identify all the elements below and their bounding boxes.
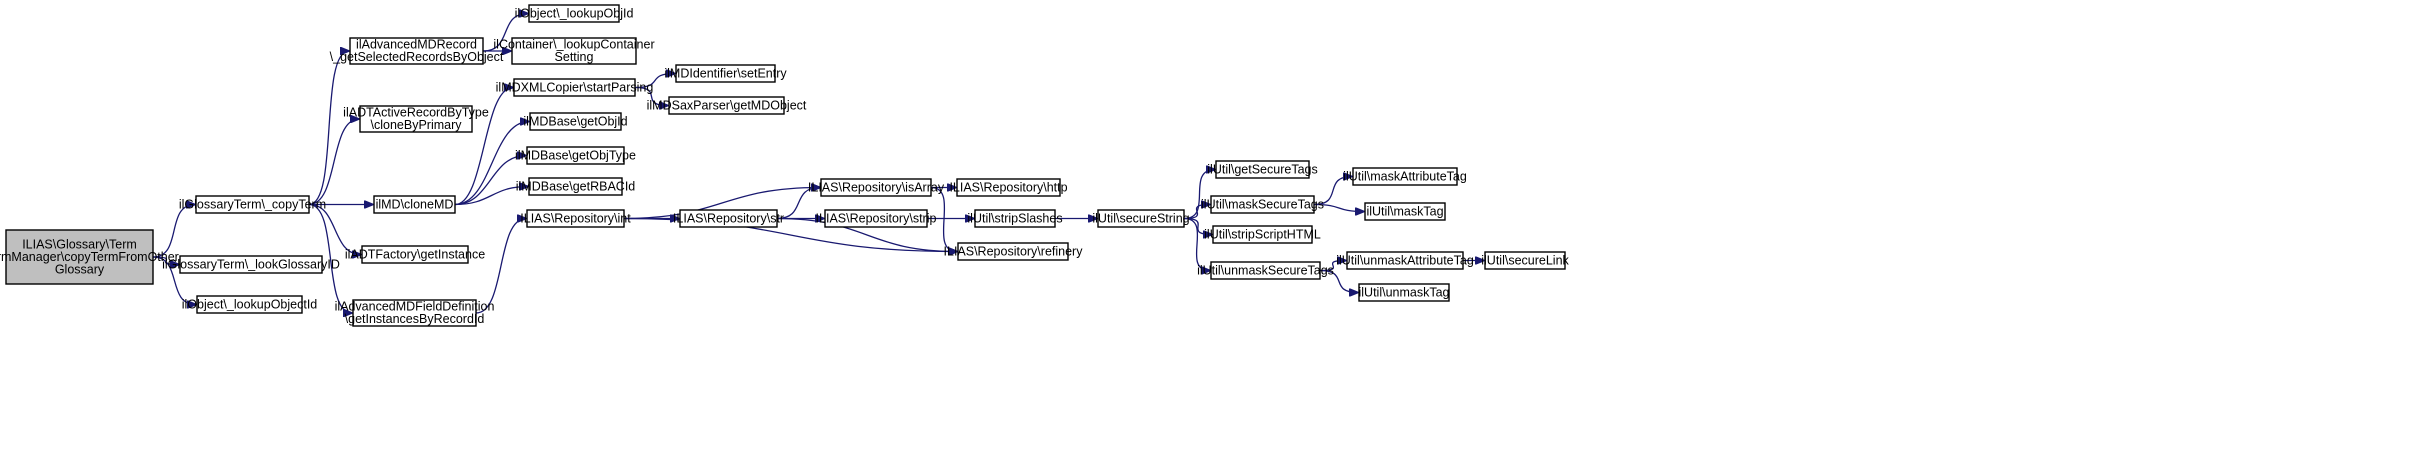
node-box[interactable] xyxy=(352,299,477,327)
edge-startParsing-to-getMDObject xyxy=(634,86,668,106)
edge-unmaskSecureTags-to-unmaskTag xyxy=(1319,269,1358,293)
node-box[interactable] xyxy=(529,112,622,131)
node-box[interactable] xyxy=(359,105,473,133)
node-isArray[interactable]: ILIAS\Repository\isArray xyxy=(808,178,945,197)
node-http[interactable]: ILIAS\Repository\http xyxy=(949,178,1068,197)
node-stripScriptHTML[interactable]: ilUtil\stripScriptHTML xyxy=(1204,225,1321,244)
node-box[interactable] xyxy=(361,245,469,264)
edge-getSelectedRecordsByObject-to-lookupObjId xyxy=(482,14,528,52)
edge-secureString-to-maskSecureTags xyxy=(1183,205,1210,220)
node-box[interactable] xyxy=(668,96,785,115)
node-lookGlossaryID[interactable]: ilGlossaryTerm\_lookGlossaryID xyxy=(162,255,340,274)
node-stripSlashes[interactable]: ilUtil\stripSlashes xyxy=(967,209,1063,228)
node-root: ILIAS\Glossary\Term\TermManager\copyTerm… xyxy=(0,229,179,285)
node-str[interactable]: ILIAS\Repository\str xyxy=(673,209,784,228)
node-box[interactable] xyxy=(196,295,303,314)
node-box[interactable] xyxy=(1212,225,1313,244)
node-box[interactable] xyxy=(373,195,456,214)
node-setEntry[interactable]: ilMDIdentifier\setEntry xyxy=(664,64,787,83)
node-box[interactable] xyxy=(957,242,1069,261)
node-maskTag[interactable]: ilUtil\maskTag xyxy=(1364,202,1446,221)
node-box[interactable] xyxy=(528,4,620,23)
node-box[interactable] xyxy=(1097,209,1185,228)
edge-isArray-to-refinery xyxy=(930,186,957,252)
edge-maskSecureTags-to-maskAttributeTag xyxy=(1313,177,1352,206)
node-unmaskTag[interactable]: ilUtil\unmaskTag xyxy=(1358,283,1450,302)
node-getSecureTags[interactable]: ilUtil\getSecureTags xyxy=(1207,160,1318,179)
node-startParsing[interactable]: ilMDXMLCopier\startParsing xyxy=(496,78,654,97)
node-box[interactable] xyxy=(1346,251,1464,270)
edge-copyTerm-to-cloneByPrimary xyxy=(308,119,359,206)
node-box xyxy=(5,229,154,285)
node-box[interactable] xyxy=(974,209,1056,228)
node-box[interactable] xyxy=(1210,195,1315,214)
node-box[interactable] xyxy=(675,64,776,83)
edge-secureString-to-stripScriptHTML xyxy=(1183,217,1212,235)
node-getMDObject[interactable]: ilMDSaxParser\getMDObject xyxy=(647,96,807,115)
node-box[interactable] xyxy=(511,37,637,65)
node-getObjType[interactable]: ilMDBase\getObjType xyxy=(515,146,636,165)
node-getInstancesByRecordId[interactable]: ilAdvancedMDFieldDefinition\getInstances… xyxy=(335,299,495,327)
node-strip[interactable]: ILIAS\Repository\strip xyxy=(816,209,937,228)
node-lookupObjectId[interactable]: ilObject\_lookupObjectId xyxy=(182,295,318,314)
node-box[interactable] xyxy=(528,177,623,196)
node-box[interactable] xyxy=(513,78,636,97)
node-cloneMD[interactable]: ilMD\cloneMD xyxy=(373,195,456,214)
node-box[interactable] xyxy=(1352,167,1458,186)
edge-root-to-copyTerm xyxy=(152,205,195,258)
edge-copyTerm-to-getInstance xyxy=(308,203,361,255)
node-unmaskAttributeTag[interactable]: ilUtil\unmaskAttributeTag xyxy=(1336,251,1474,270)
node-unmaskSecureTags[interactable]: ilUtil\unmaskSecureTags xyxy=(1197,261,1334,280)
edge-copyTerm-to-getInstancesByRecordId xyxy=(308,203,352,314)
edges-layer xyxy=(152,14,1484,314)
edge-secureString-to-getSecureTags xyxy=(1183,170,1215,220)
node-box[interactable] xyxy=(820,178,932,197)
node-getInstance[interactable]: ilADTFactory\getInstance xyxy=(345,245,485,264)
edge-cloneMD-to-getObjId xyxy=(454,122,529,206)
node-box[interactable] xyxy=(1364,202,1446,221)
edge-cloneMD-to-getObjType xyxy=(454,156,526,206)
edge-str-to-isArray xyxy=(776,188,820,220)
edge-unmaskSecureTags-to-unmaskAttributeTag xyxy=(1319,261,1346,272)
edge-str-to-refinery xyxy=(776,217,957,252)
node-maskAttributeTag[interactable]: ilUtil\maskAttributeTag xyxy=(1343,167,1467,186)
node-box[interactable] xyxy=(1210,261,1321,280)
edge-maskSecureTags-to-maskTag xyxy=(1313,203,1364,212)
node-box[interactable] xyxy=(526,209,625,228)
node-secureString[interactable]: ilUtil\secureString xyxy=(1092,209,1190,228)
edge-root-to-lookGlossaryID xyxy=(152,256,179,265)
node-box[interactable] xyxy=(1215,160,1310,179)
node-cloneByPrimary[interactable]: ilADTActiveRecordByType\cloneByPrimary xyxy=(343,105,489,133)
node-box[interactable] xyxy=(679,209,778,228)
nodes-layer: ILIAS\Glossary\Term\TermManager\copyTerm… xyxy=(0,4,1570,327)
node-getRBACId[interactable]: ilMDBase\getRBACId xyxy=(516,177,636,196)
node-box[interactable] xyxy=(956,178,1061,197)
node-getSelectedRecordsByObject[interactable]: ilAdvancedMDRecord\_getSelectedRecordsBy… xyxy=(330,37,504,65)
edge-root-to-lookupObjectId xyxy=(152,256,196,305)
node-box[interactable] xyxy=(195,195,310,214)
node-lookupObjId[interactable]: ilObject\_lookupObjId xyxy=(515,4,634,23)
edge-copyTerm-to-getSelectedRecordsByObject xyxy=(308,51,349,206)
node-secureLink[interactable]: ilUtil\secureLink xyxy=(1481,251,1570,270)
edge-int-to-isArray xyxy=(623,188,820,220)
edge-cloneMD-to-startParsing xyxy=(454,88,513,206)
node-box[interactable] xyxy=(526,146,625,165)
edge-startParsing-to-setEntry xyxy=(634,74,675,89)
node-box[interactable] xyxy=(1484,251,1566,270)
node-copyTerm[interactable]: ilGlossaryTerm\_copyTerm xyxy=(179,195,326,214)
node-refinery[interactable]: ILIAS\Repository\refinery xyxy=(944,242,1084,261)
node-box[interactable] xyxy=(824,209,928,228)
edge-secureString-to-unmaskSecureTags xyxy=(1183,217,1210,271)
node-box[interactable] xyxy=(349,37,484,65)
node-maskSecureTags[interactable]: ilUtil\maskSecureTags xyxy=(1201,195,1324,214)
node-box[interactable] xyxy=(1358,283,1450,302)
node-getObjId[interactable]: ilMDBase\getObjId xyxy=(523,112,628,131)
node-int[interactable]: ILIAS\Repository\int xyxy=(520,209,631,228)
edge-cloneMD-to-getRBACId xyxy=(454,187,528,206)
node-box[interactable] xyxy=(179,255,323,274)
edge-getInstancesByRecordId-to-int xyxy=(475,219,526,314)
